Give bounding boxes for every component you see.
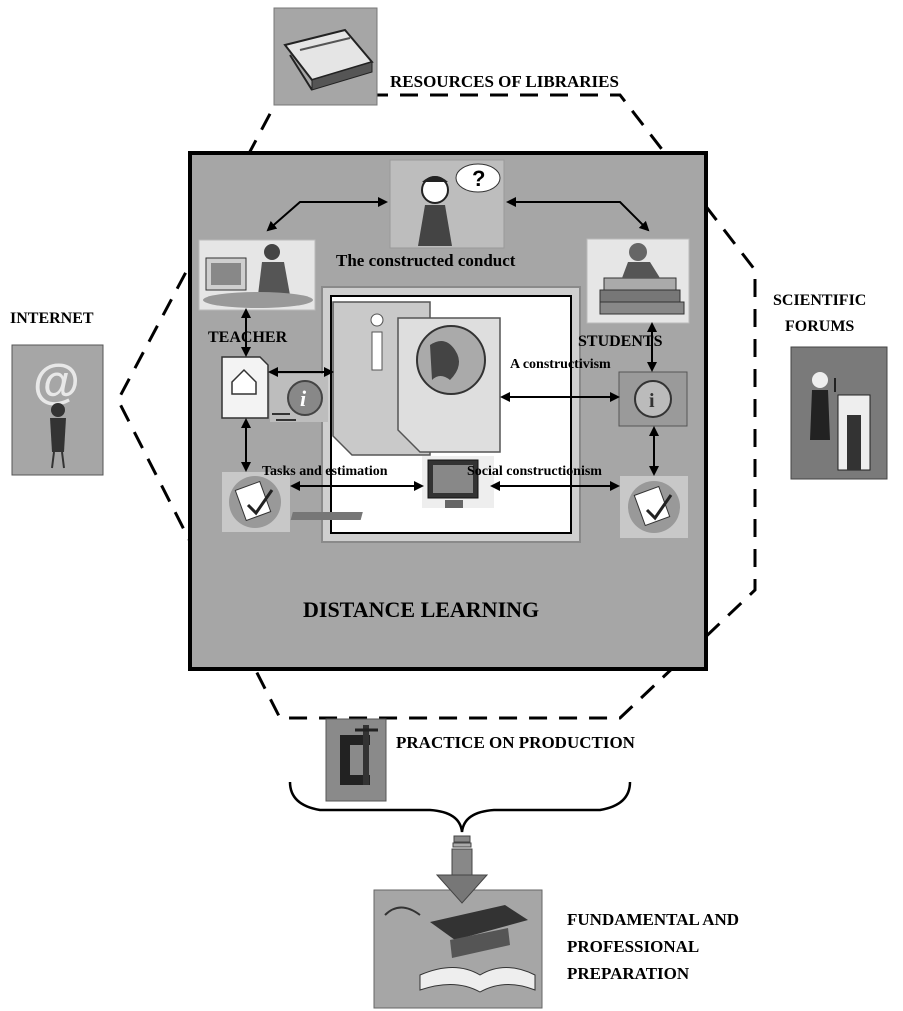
preparation-label-line2: PROFESSIONAL [567, 937, 699, 956]
globe-document-icon [397, 317, 501, 453]
connector-arrows [241, 197, 659, 491]
forums-label-line2: FORUMS [785, 318, 854, 335]
tasks-estimation-label: Tasks and estimation [262, 464, 388, 479]
svg-text:i: i [649, 390, 655, 412]
internet-label: INTERNET [10, 310, 94, 327]
svg-text:@: @ [33, 356, 80, 409]
distance-learning-title: DISTANCE LEARNING [303, 597, 539, 622]
info-icon: i [270, 374, 328, 422]
constructivism-label: A constructivism [510, 357, 611, 372]
thinking-person-icon: ? [389, 159, 505, 249]
down-arrow [435, 835, 489, 904]
svg-text:?: ? [472, 166, 485, 191]
clipboard-icon [620, 476, 688, 538]
constructed-conduct-label: The constructed conduct [336, 251, 516, 270]
student-on-books-icon [586, 238, 690, 324]
home-document-icon [221, 356, 269, 419]
teacher-label: TEACHER [208, 329, 288, 346]
at-sign-icon: @ [11, 344, 104, 476]
svg-text:i: i [300, 386, 307, 411]
clipboard-icon [222, 472, 290, 532]
clamp-icon [325, 718, 387, 802]
teacher-computer-icon [198, 239, 316, 311]
social-constructionism-label: Social constructionism [467, 464, 602, 479]
resources-label: RESOURCES OF LIBRARIES [390, 72, 619, 91]
students-label: STUDENTS [578, 333, 663, 350]
monitor-icon [290, 456, 494, 520]
info-panel-icon: i [618, 371, 688, 427]
practice-label: PRACTICE ON PRODUCTION [396, 733, 636, 752]
bracket-brace [288, 781, 632, 833]
forums-label-line1: SCIENTIFIC [773, 292, 866, 309]
graduation-cap-icon [373, 889, 543, 1009]
preparation-label-line3: PREPARATION [567, 964, 690, 983]
books-icon [273, 7, 378, 106]
speaker-podium-icon [790, 346, 888, 480]
preparation-label-line1: FUNDAMENTAL AND [567, 910, 739, 929]
